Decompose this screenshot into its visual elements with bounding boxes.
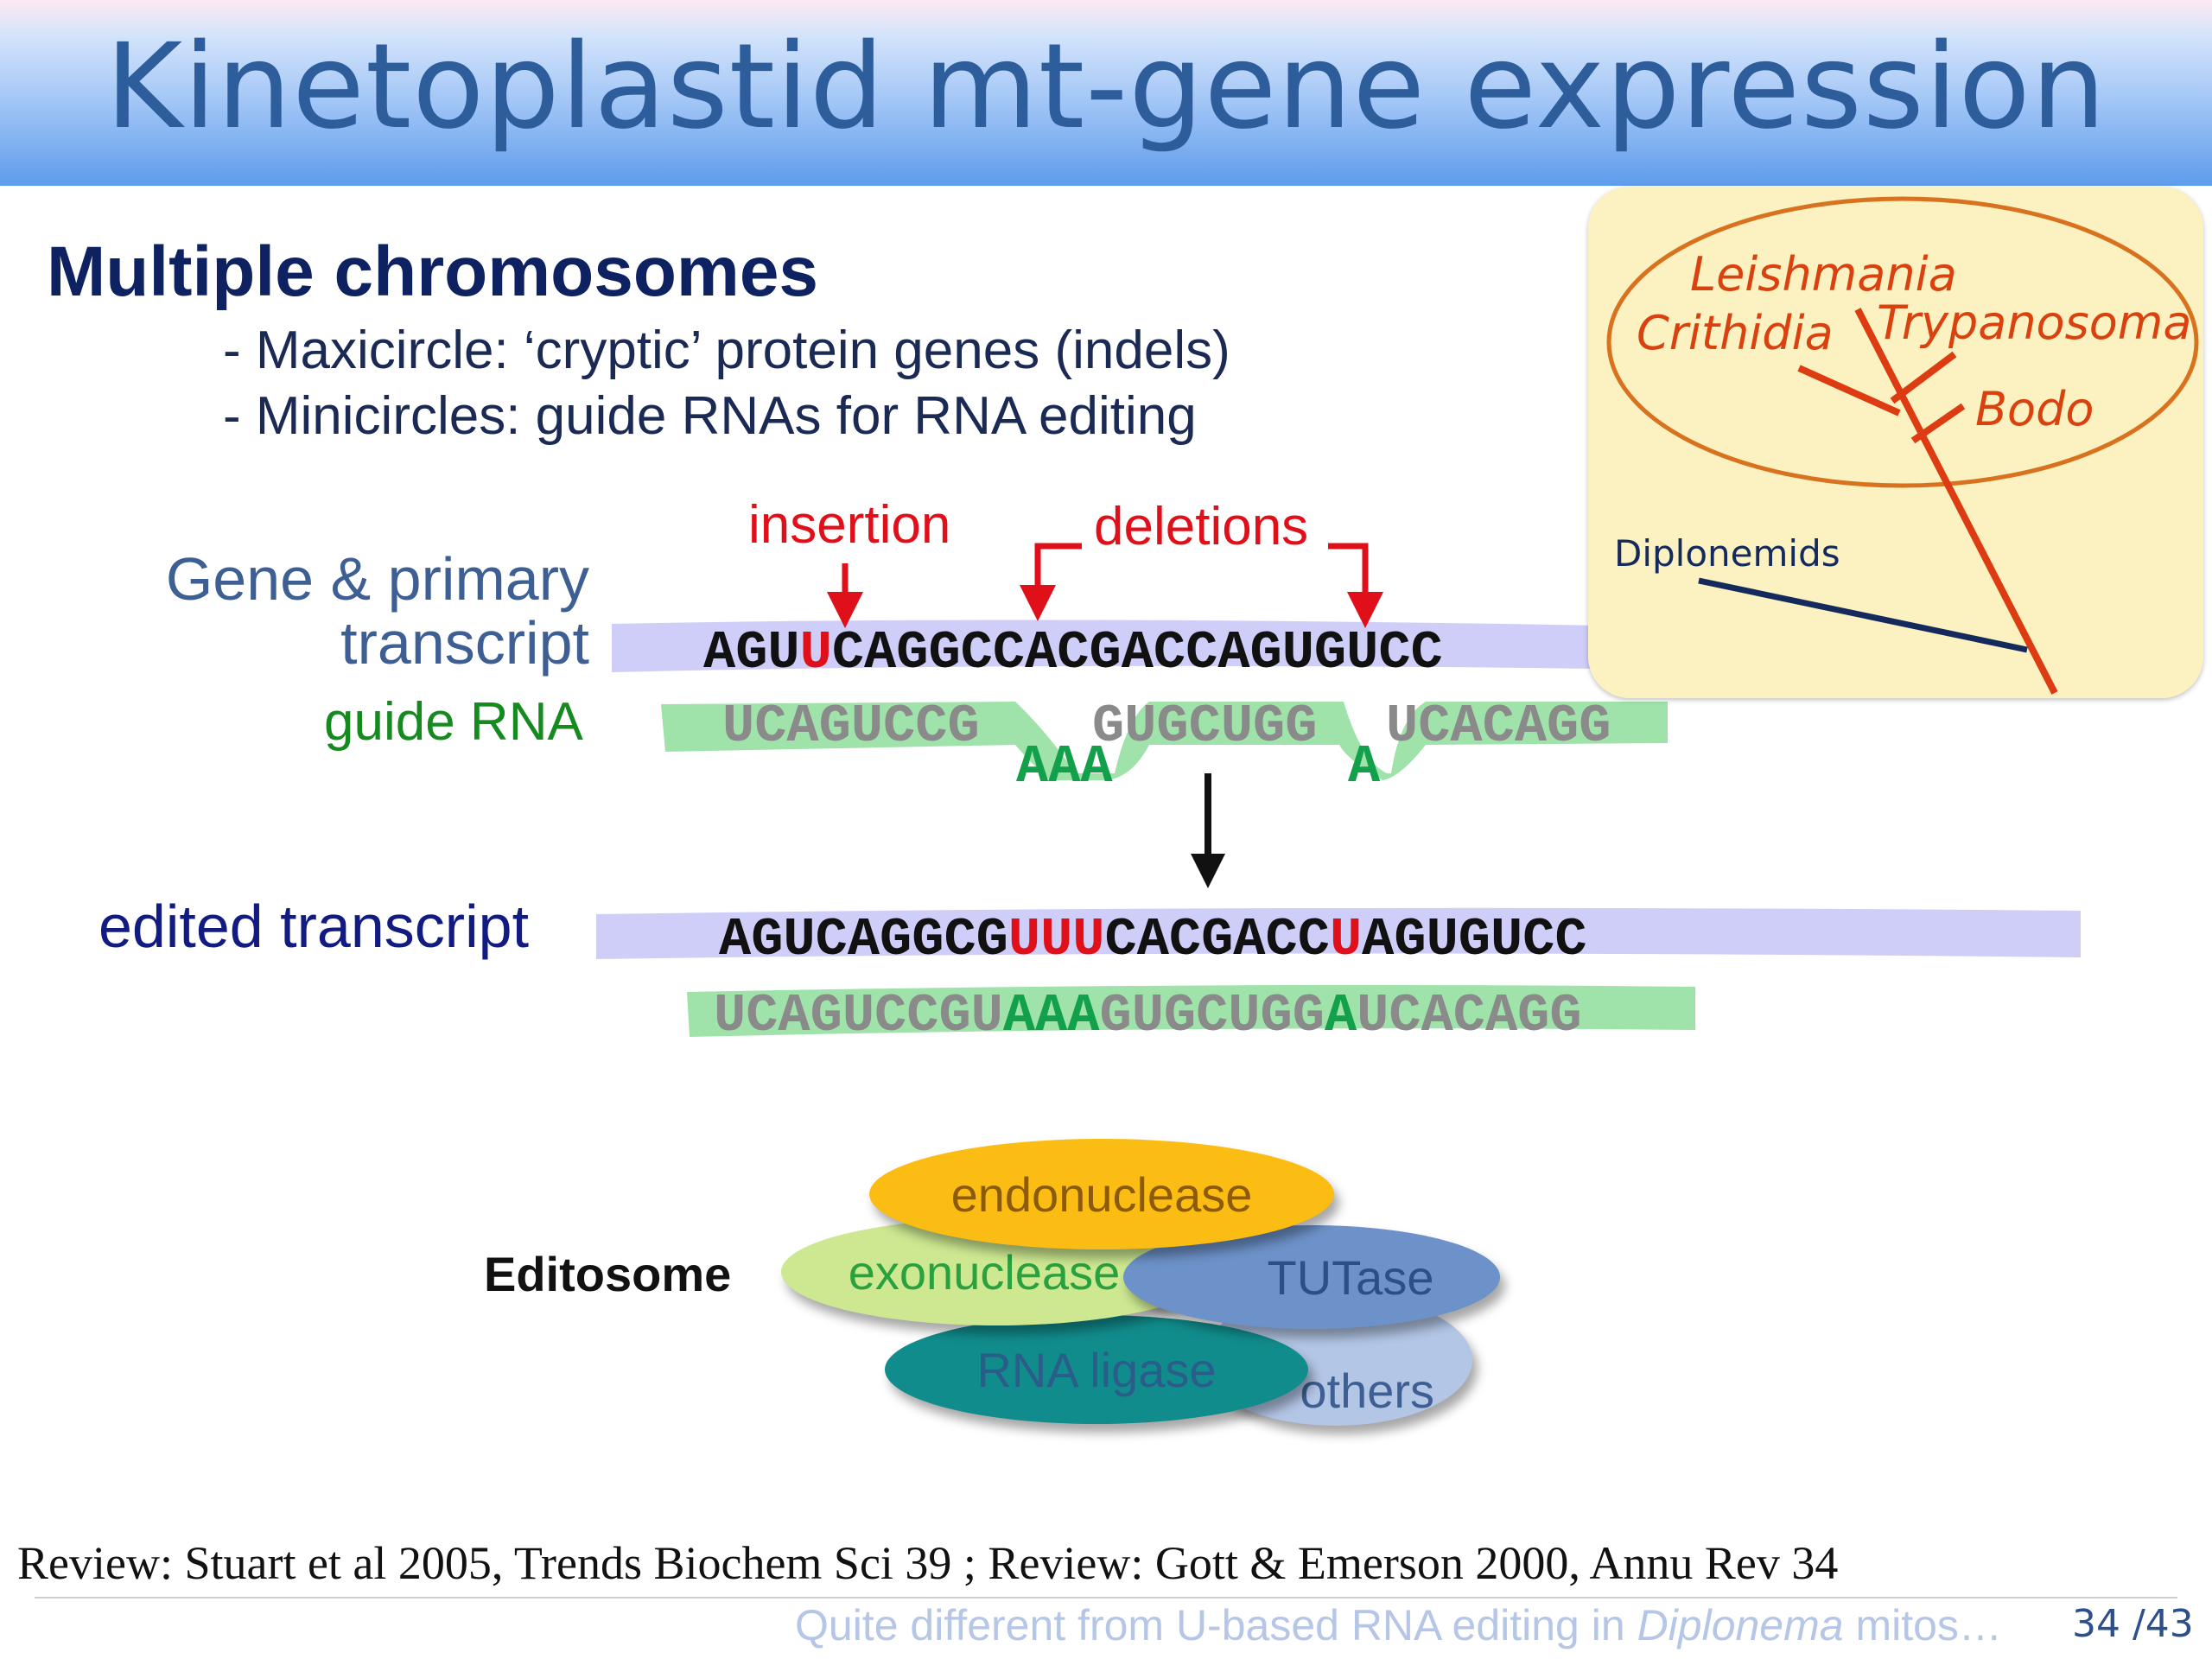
others-label: others — [1300, 1363, 1434, 1418]
insertion-annotation: insertion — [748, 495, 951, 555]
guide-rna-seg3: UCACAGG — [1386, 696, 1611, 757]
endonuclease-blob: endonuclease — [869, 1139, 1334, 1249]
crithidia-branch — [1797, 365, 1901, 416]
bullet-minicircles: - Minicircles: guide RNAs for RNA editin… — [223, 386, 1197, 446]
editosome-label: Editosome — [484, 1247, 732, 1301]
guide-rna-loop2: A — [1348, 736, 1381, 798]
edited-transcript-label: edited transcript — [99, 893, 530, 960]
references: Review: Stuart et al 2005, Trends Bioche… — [17, 1537, 1839, 1589]
edited-guide-part2: GUGCUGG — [1099, 985, 1325, 1046]
edited-seq-part1: AGUCAGGCG — [719, 909, 1008, 970]
trunk-branch — [1854, 308, 2058, 695]
endonuclease-label: endonuclease — [950, 1166, 1253, 1222]
edited-guide-part3: UCACAGG — [1357, 985, 1582, 1046]
footer-note: Quite different from U-based RNA editing… — [795, 1600, 2002, 1650]
tutase-label: TUTase — [1267, 1249, 1434, 1305]
crithidia-label: Crithidia — [1637, 306, 1834, 360]
guide-rna-seg2: GUGCUGG — [1092, 696, 1318, 757]
bodo-branch — [1910, 403, 1966, 444]
deletion-arrow-left — [1020, 543, 1082, 621]
exonuclease-label: exonuclease — [848, 1244, 1121, 1300]
footer-note-post: mitos… — [1843, 1601, 2002, 1649]
tutase-blob: TUTase — [1123, 1225, 1500, 1329]
footer-divider — [35, 1597, 2177, 1599]
primary-seq-part2: CAGGCCACGACCAGUGUCC — [831, 622, 1443, 683]
edited-guide-sequence: UCAGUCCGUAAAGUGCUGGAUCACAGG — [714, 985, 1582, 1046]
kinetoplastid-ellipse — [1606, 196, 2199, 488]
edited-transcript-sequence: AGUCAGGCGUUUCACGACCUAGUGUCC — [719, 909, 1587, 970]
bullet-maxicircle: - Maxicircle: ‘cryptic’ protein genes (i… — [223, 321, 1230, 380]
slide-title: Kinetoplastid mt-gene expression — [105, 19, 2107, 156]
primary-seq-insert: U — [799, 622, 832, 683]
primary-transcript-sequence: AGUUCAGGCCACGACCAGUGUCC — [703, 622, 1443, 683]
edited-seq-insert2: U — [1329, 909, 1363, 970]
edited-seq-part3: AGUGUCC — [1362, 909, 1587, 970]
diplonemids-label: Diplonemids — [1614, 532, 1840, 575]
deletion-arrow-right — [1328, 543, 1383, 628]
page-number: 34 /43 — [2072, 1602, 2194, 1646]
rna-ligase-label: RNA ligase — [976, 1342, 1217, 1397]
guide-rna-loop1: AAA — [1016, 736, 1113, 798]
edited-guide-g1: AAA — [1002, 985, 1100, 1046]
primary-seq-part1: AGU — [703, 622, 800, 683]
edited-guide-part1: UCAGUCCGU — [714, 985, 1003, 1046]
footer-note-italic: Diplonema — [1637, 1601, 1844, 1649]
trypanosoma-branch — [1890, 351, 1957, 404]
footer-note-pre: Quite different from U-based RNA editing… — [795, 1601, 1637, 1649]
gene-label-line1: Gene & primary — [165, 545, 589, 613]
deletions-annotation: deletions — [1094, 497, 1309, 556]
bodo-label: Bodo — [1975, 382, 2094, 436]
guide-rna-highlight — [661, 702, 1668, 780]
rna-ligase-blob: RNA ligase — [885, 1315, 1308, 1424]
edited-guide-g2: A — [1324, 985, 1357, 1046]
guide-rna-label: guide RNA — [324, 692, 583, 752]
edited-transcript-highlight — [596, 907, 2081, 959]
title-bar: Kinetoplastid mt-gene expression — [0, 0, 2212, 186]
gene-label-line2: transcript — [340, 609, 589, 677]
primary-transcript-highlight — [612, 620, 1607, 672]
edited-seq-insert1: UUU — [1007, 909, 1105, 970]
guide-rna-seg1: UCAGUCCG — [722, 696, 980, 757]
section-heading: Multiple chromosomes — [47, 232, 819, 311]
leishmania-label: Leishmania — [1690, 247, 1957, 302]
trypanosoma-label: Trypanosoma — [1877, 296, 2192, 350]
edited-guide-highlight — [687, 985, 1695, 1037]
diplonemid-branch — [1698, 577, 2028, 653]
edited-seq-part2: CACGACC — [1104, 909, 1330, 970]
